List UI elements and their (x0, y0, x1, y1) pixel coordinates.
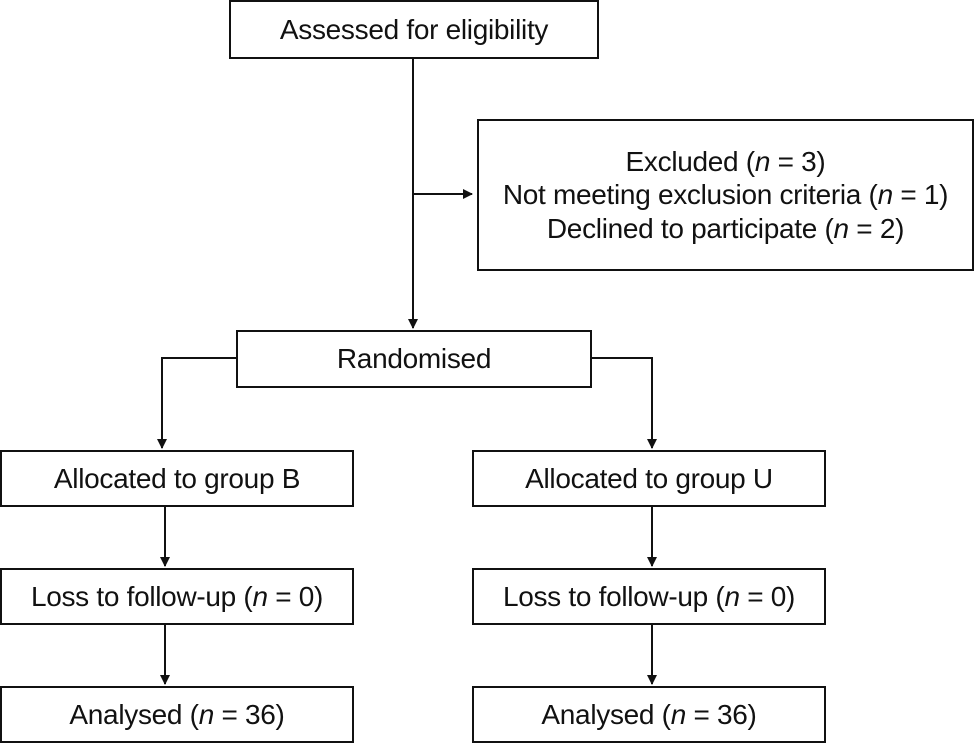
node-group-b-loss: Loss to follow-up (n = 0) (0, 568, 354, 625)
arrow-randomised-to-group-b (157, 357, 238, 449)
node-group-u-analysed: Analysed (n = 36) (472, 686, 826, 743)
node-assessed-label: Assessed for eligibility (279, 13, 549, 45)
group-b-allocated-label: Allocated to group B (53, 462, 301, 494)
node-excluded: Excluded (n = 3) Not meeting exclusion c… (477, 119, 974, 271)
node-group-u-loss: Loss to follow-up (n = 0) (472, 568, 826, 625)
node-group-b-analysed: Analysed (n = 36) (0, 686, 354, 743)
excluded-total: Excluded (n = 3) (625, 145, 826, 177)
excluded-declined: Declined to participate (n = 2) (546, 212, 905, 244)
node-randomised: Randomised (236, 330, 592, 388)
node-assessed: Assessed for eligibility (229, 0, 599, 59)
node-group-b-allocated: Allocated to group B (0, 450, 354, 507)
group-u-loss-label: Loss to follow-up (n = 0) (502, 580, 796, 612)
excluded-not-meeting-criteria: Not meeting exclusion criteria (n = 1) (502, 179, 949, 211)
group-u-analysed-label: Analysed (n = 36) (541, 698, 757, 730)
arrow-randomised-to-group-u (590, 357, 657, 449)
node-randomised-label: Randomised (336, 343, 492, 375)
group-b-analysed-label: Analysed (n = 36) (69, 698, 285, 730)
node-group-u-allocated: Allocated to group U (472, 450, 826, 507)
group-u-allocated-label: Allocated to group U (525, 462, 773, 494)
group-b-loss-label: Loss to follow-up (n = 0) (30, 580, 324, 612)
